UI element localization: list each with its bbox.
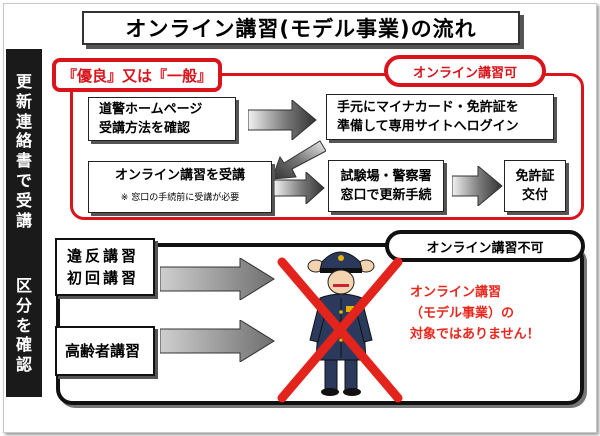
category-tag: 『優良』又は『一般』: [52, 58, 222, 92]
step4-line2: 窓口で更新手続: [340, 188, 432, 203]
arrow-down-left-icon: [271, 140, 326, 180]
arrow-right-icon: [160, 320, 275, 362]
step1-line2: 受講方法を確認: [99, 121, 191, 136]
arrow-right-icon: [160, 258, 275, 300]
step-license-issue: 免許証 交付: [504, 160, 566, 212]
arrow-right-icon: [248, 100, 317, 140]
sidebar-text1-char: で: [15, 170, 32, 190]
box1-line2: 初回講習: [67, 269, 140, 287]
online-ok-region: [70, 73, 584, 220]
online-ng-region: [56, 243, 584, 405]
sidebar-text2-char: 分: [15, 295, 32, 315]
box1-line1: 違反講習: [67, 247, 140, 265]
step4-line1: 試験場・警察署: [340, 169, 432, 184]
box-elderly-course: 高齢者講習: [55, 326, 155, 376]
not-eligible-message: オンライン講習 （モデル事業）の 対象ではありません！: [410, 282, 540, 345]
sidebar-text2-char: 認: [15, 355, 32, 375]
red-x-line-2: [277, 257, 403, 403]
sidebar-text2-char: 区: [15, 276, 32, 295]
message-line2: （モデル事業）の: [410, 306, 515, 321]
box-violation-first-course: 違反講習 初回講習: [55, 238, 155, 296]
step5-line1: 免許証: [515, 169, 555, 184]
step-renewal-window: 試験場・警察署 窓口で更新手続: [328, 160, 444, 212]
sidebar: 更新連絡書で受講 区分を確認: [6, 49, 42, 397]
step2-line1: 手元にマイナカード・免許証を: [337, 100, 519, 115]
step5-line2: 交付: [521, 188, 548, 203]
message-line3: 対象ではありません！: [410, 327, 540, 342]
step-take-course: オンライン講習を受講 ※ 窓口の手続前に受講が必要: [88, 161, 272, 213]
online-ng-tag: オンライン講習不可: [385, 230, 585, 262]
sidebar-text1-char: 受: [15, 190, 32, 210]
sidebar-text-receive: 更新連絡書で受講: [6, 72, 42, 230]
arrow-right-icon: [452, 166, 503, 206]
step1-line1: 道警ホームページ: [99, 102, 203, 117]
message-line1: オンライン講習: [410, 285, 502, 300]
sidebar-text1-char: 更: [15, 72, 32, 91]
sidebar-text1-char: 絡: [15, 131, 32, 151]
online-ok-tag: オンライン講習可: [384, 55, 546, 87]
step2-line2: 準備して専用サイトへログイン: [337, 119, 519, 134]
police-officer-illustration: [277, 251, 403, 403]
box2-text: 高齢者講習: [65, 341, 141, 360]
arrow-right-icon: [274, 172, 325, 204]
sidebar-text2-char: 確: [15, 335, 32, 355]
step-login: 手元にマイナカード・免許証を 準備して専用サイトへログイン: [326, 94, 554, 140]
sidebar-text-check: 区分を確認: [6, 276, 42, 375]
sidebar-text1-char: 連: [15, 111, 32, 131]
step3-note: ※ 窓口の手続前に受講が必要: [120, 193, 240, 203]
step-check-website: 道警ホームページ 受講方法を確認: [88, 97, 236, 141]
sidebar-text1-char: 講: [15, 210, 32, 230]
sidebar-text1-char: 書: [15, 151, 32, 171]
sidebar-text1-char: 新: [15, 91, 32, 111]
sidebar-text2-char: を: [15, 315, 32, 335]
page-title: オンライン講習(モデル事業)の流れ: [82, 11, 520, 45]
step3-title: オンライン講習を受講: [114, 168, 245, 183]
